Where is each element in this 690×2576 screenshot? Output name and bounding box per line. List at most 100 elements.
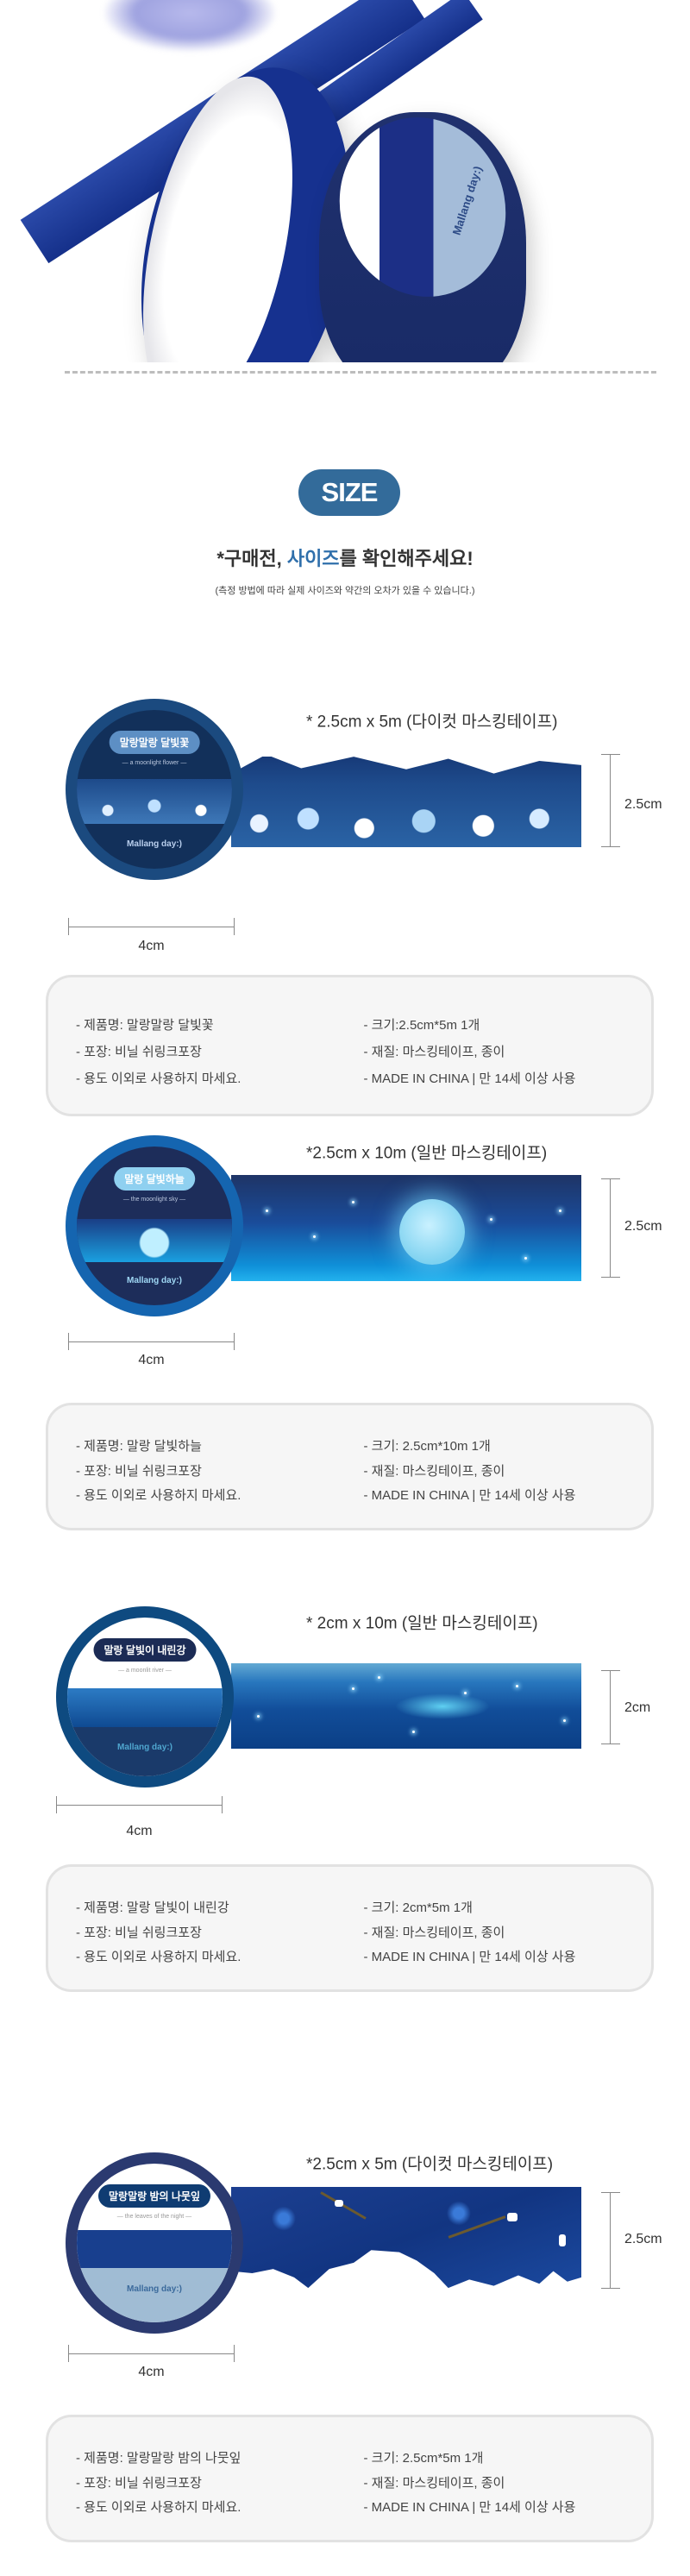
headline-highlight: 사이즈 (286, 548, 340, 569)
spec-title: * 2cm x 10m (일반 마스킹테이프) (306, 1614, 538, 1633)
product-section-night-leaves: *2.5cm x 5m (다이컷 마스킹테이프) 말랑말랑 밤의 나뭇잎 — t… (0, 2152, 690, 2558)
disc-subtitle: — a moonlight flower — (122, 760, 187, 766)
headline-prefix: *구매전, (216, 548, 287, 569)
star (352, 1201, 354, 1203)
tape-roll-face: 말랑 달빛하늘 — the moonlight sky — Mallang da… (66, 1135, 243, 1316)
info-usage-warning: - 용도 이외로 사용하지 마세요. (76, 1488, 242, 1503)
disc-label: 말랑 달빛이 내린강 (93, 1638, 197, 1662)
product-info-box: - 제품명: 말랑말랑 달빛꽃 - 포장: 비닐 쉬링크포장 - 용도 이외로 … (46, 975, 654, 1116)
star (464, 1692, 467, 1694)
star (257, 1715, 260, 1718)
tape-roll-face: 말랑 달빛이 내린강 — a moonlit river — Mallang d… (56, 1606, 234, 1787)
height-dimension-line (601, 1670, 620, 1744)
info-packaging: - 포장: 비닐 쉬링크포장 (76, 2475, 202, 2491)
width-label: 4cm (138, 939, 165, 953)
disc-brand: Mallang day:) (117, 1743, 172, 1752)
info-size: - 크기: 2.5cm*5m 1개 (363, 2451, 484, 2466)
disc-scene (67, 1688, 223, 1727)
leaf-gap (335, 2200, 343, 2207)
product-section-moonlight-sky: *2.5cm x 10m (일반 마스킹테이프) 말랑 달빛하늘 — the m… (0, 1135, 690, 1541)
star (266, 1209, 268, 1212)
product-photo: Mallang day:) (0, 0, 690, 362)
branch (320, 2191, 367, 2220)
disc-subtitle: — a moonlit river — (118, 1668, 172, 1674)
star (313, 1235, 316, 1238)
info-usage-warning: - 용도 이외로 사용하지 마세요. (76, 1950, 242, 1964)
disc-brand: Mallang day:) (127, 839, 182, 849)
height-dimension-line (601, 1178, 620, 1278)
tape-strip-river (231, 1663, 581, 1749)
info-product-name: - 제품명: 말랑 달빛이 내린강 (76, 1901, 229, 1915)
disc-brand: Mallang day:) (127, 2284, 182, 2294)
moon (399, 1199, 465, 1265)
tape-strip-flower (231, 754, 581, 847)
star (559, 1209, 561, 1212)
size-note: (측정 방법에 따라 실제 사이즈와 약간의 오차가 있을 수 있습니다.) (215, 586, 475, 596)
height-label: 2cm (624, 1700, 651, 1715)
height-label: 2.5cm (624, 1219, 662, 1234)
disc-brand: Mallang day:) (127, 1276, 182, 1285)
info-material: - 재질: 마스킹테이프, 종이 (363, 1045, 505, 1059)
info-size: - 크기: 2cm*5m 1개 (363, 1901, 473, 1915)
disc-subtitle: — the leaves of the night — (116, 2214, 192, 2220)
disc-label: 말랑말랑 밤의 나뭇잎 (97, 2184, 211, 2208)
disc-label: 말랑말랑 달빛꽃 (109, 731, 200, 754)
info-packaging: - 포장: 비닐 쉬링크포장 (76, 1045, 202, 1059)
dashed-divider (65, 371, 656, 374)
info-size: - 크기:2.5cm*5m 1개 (363, 1018, 480, 1033)
product-section-moonlight-flower: * 2.5cm x 5m (다이컷 마스킹테이프) 말랑말랑 달빛꽃 — a m… (0, 699, 690, 1116)
info-usage-warning: - 용도 이외로 사용하지 마세요. (76, 1071, 242, 1086)
river-glow (395, 1693, 490, 1719)
star (516, 1685, 518, 1687)
star (524, 1257, 527, 1260)
headline-suffix: 를 확인해주세요! (339, 548, 474, 569)
width-label: 4cm (138, 2365, 165, 2379)
info-product-name: - 제품명: 말랑 달빛하늘 (76, 1439, 202, 1454)
info-origin-age: - MADE IN CHINA | 만 14세 이상 사용 (363, 2500, 576, 2515)
spec-title: *2.5cm x 5m (다이컷 마스킹테이프) (306, 2155, 554, 2174)
info-product-name: - 제품명: 말랑말랑 달빛꽃 (76, 1018, 214, 1033)
product-info-box: - 제품명: 말랑 달빛하늘 - 포장: 비닐 쉬링크포장 - 용도 이외로 사… (46, 1403, 654, 1530)
leaf-gap (507, 2213, 518, 2221)
info-usage-warning: - 용도 이외로 사용하지 마세요. (76, 2500, 242, 2515)
star (352, 1687, 354, 1690)
branch (448, 2215, 506, 2239)
tape-roll-face: 말랑말랑 밤의 나뭇잎 — the leaves of the night — … (66, 2152, 243, 2334)
height-label: 2.5cm (624, 2232, 662, 2246)
tape-strip-leaves (231, 2187, 581, 2289)
info-origin-age: - MADE IN CHINA | 만 14세 이상 사용 (363, 1488, 576, 1503)
width-label: 4cm (126, 1824, 153, 1838)
width-dimension-line (68, 2345, 235, 2362)
info-origin-age: - MADE IN CHINA | 만 14세 이상 사용 (363, 1950, 576, 1964)
star (490, 1218, 492, 1221)
tape-strip-sky (231, 1175, 581, 1281)
size-badge: SIZE (298, 469, 400, 516)
disc-label: 말랑 달빛하늘 (114, 1167, 195, 1191)
info-packaging: - 포장: 비닐 쉬링크포장 (76, 1925, 202, 1940)
width-dimension-line (68, 1333, 235, 1350)
spec-title: *2.5cm x 10m (일반 마스킹테이프) (306, 1144, 548, 1163)
disc-subtitle: — the moonlight sky — (122, 1197, 186, 1203)
flower-blur (104, 0, 276, 52)
disc-scene (77, 779, 232, 824)
product-info-box: - 제품명: 말랑말랑 밤의 나뭇잎 - 포장: 비닐 쉬링크포장 - 용도 이… (46, 2415, 654, 2542)
product-info-box: - 제품명: 말랑 달빛이 내린강 - 포장: 비닐 쉬링크포장 - 용도 이외… (46, 1864, 654, 1992)
disc-scene (77, 1219, 232, 1262)
spec-title: * 2.5cm x 5m (다이컷 마스킹테이프) (306, 713, 558, 732)
info-material: - 재질: 마스킹테이프, 종이 (363, 1463, 505, 1479)
info-origin-age: - MADE IN CHINA | 만 14세 이상 사용 (363, 1071, 576, 1086)
width-dimension-line (56, 1796, 223, 1813)
leaf-gap (559, 2234, 566, 2246)
disc-bottom (67, 1727, 223, 1776)
size-headline: *구매전, 사이즈를 확인해주세요! (0, 543, 690, 571)
height-dimension-line (601, 2192, 620, 2289)
info-product-name: - 제품명: 말랑말랑 밤의 나뭇잎 (76, 2451, 242, 2466)
width-label: 4cm (138, 1353, 165, 1367)
star (563, 1719, 566, 1722)
disc-scene (77, 2230, 232, 2322)
tape-roll-face: 말랑말랑 달빛꽃 — a moonlight flower — Mallang … (66, 699, 243, 880)
height-label: 2.5cm (624, 797, 662, 812)
info-size: - 크기: 2.5cm*10m 1개 (363, 1439, 491, 1454)
info-packaging: - 포장: 비닐 쉬링크포장 (76, 1463, 202, 1479)
flower-field (231, 800, 581, 847)
